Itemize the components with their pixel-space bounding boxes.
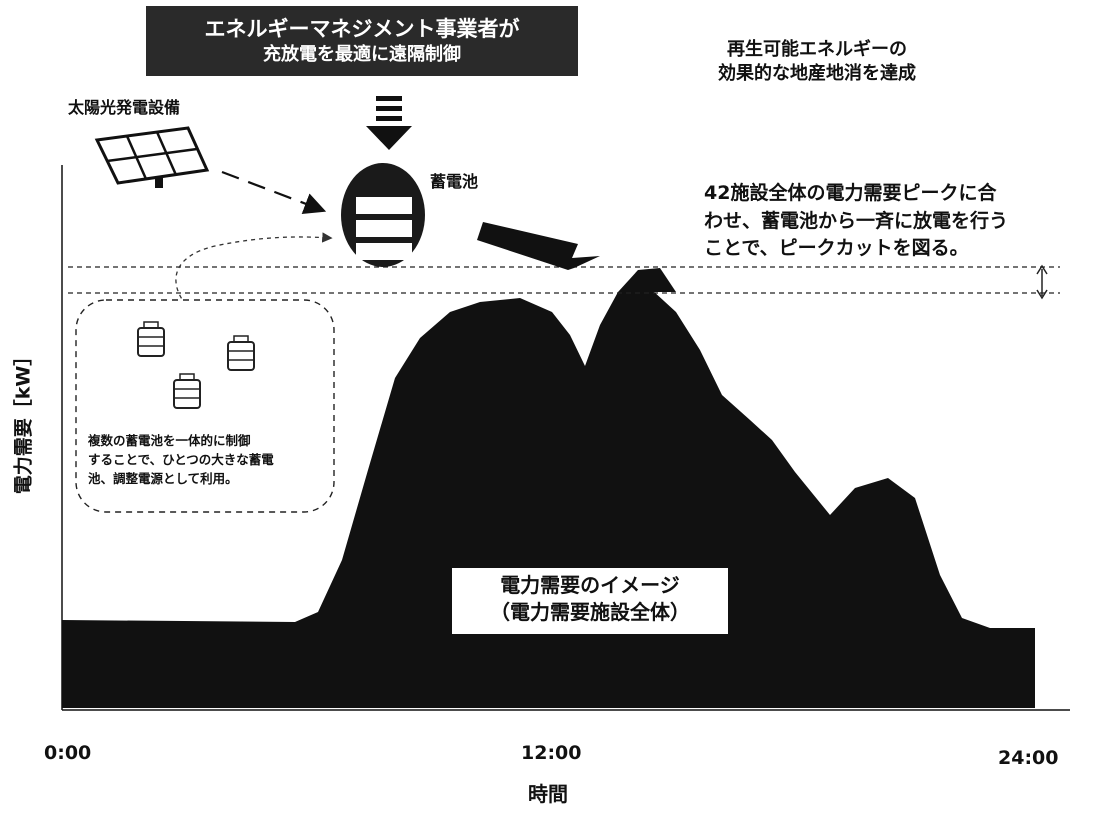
x-tick-24: 24:00 — [998, 747, 1059, 769]
battery-label: 蓄電池 — [430, 172, 479, 191]
peak-cut-note: 42施設全体の電力需要ピークに合 わせ、蓄電池から一斉に放電を行う ことで、ピー… — [704, 180, 1008, 263]
y-axis-label: 電力需要［kW］ — [12, 346, 35, 494]
control-arrow-icon — [366, 96, 412, 150]
peak-note-line-1: 42施設全体の電力需要ピークに合 — [704, 182, 997, 204]
small-battery-icon — [227, 335, 255, 371]
battery-icon — [341, 163, 425, 267]
demand-area — [62, 290, 1035, 708]
demand-label: 電力需要のイメージ （電力需要施設全体） — [452, 572, 728, 626]
solar-panel-icon — [94, 126, 210, 188]
x-axis-label: 時間 — [528, 782, 568, 806]
small-battery-icon — [173, 373, 201, 409]
aggregation-line-3: 池、調整電源として利用。 — [88, 470, 238, 486]
x-tick-0: 0:00 — [44, 742, 92, 764]
demand-label-box — [452, 568, 728, 634]
aggregation-link-arrow — [175, 232, 333, 306]
peak-note-line-3: ことで、ピークカットを図る。 — [704, 237, 969, 260]
aggregation-note: 複数の蓄電池を一体的に制御 することで、ひとつの大きな蓄電 池、調整電源として利… — [88, 432, 274, 488]
small-battery-icon — [137, 321, 165, 357]
solar-label: 太陽光発電設備 — [68, 98, 181, 117]
banner-line-1: エネルギーマネジメント事業者が — [204, 16, 520, 41]
goal-line-1: 再生可能エネルギーの — [727, 39, 907, 60]
aggregation-line-1: 複数の蓄電池を一体的に制御 — [88, 433, 251, 448]
solar-to-battery-arrow — [221, 170, 327, 215]
goal-line-2: 効果的な地産地消を達成 — [718, 63, 916, 85]
demand-label-line-2: （電力需要施設全体） — [490, 600, 690, 624]
x-tick-12: 12:00 — [521, 742, 582, 764]
y-axis-label-wrap: 電力需要［kW］ — [2, 290, 42, 550]
peak-note-line-2: わせ、蓄電池から一斉に放電を行う — [704, 209, 1009, 232]
aggregation-line-2: することで、ひとつの大きな蓄電 — [88, 451, 274, 467]
peak-cut-cap — [618, 268, 676, 292]
goal-text: 再生可能エネルギーの 効果的な地産地消を達成 — [718, 38, 916, 87]
demand-label-line-1: 電力需要のイメージ — [500, 573, 680, 597]
discharge-arrow-icon — [477, 222, 600, 270]
banner-line-2: 充放電を最適に遠隔制御 — [263, 43, 461, 65]
operator-banner: エネルギーマネジメント事業者が 充放電を最適に遠隔制御 — [146, 6, 578, 76]
